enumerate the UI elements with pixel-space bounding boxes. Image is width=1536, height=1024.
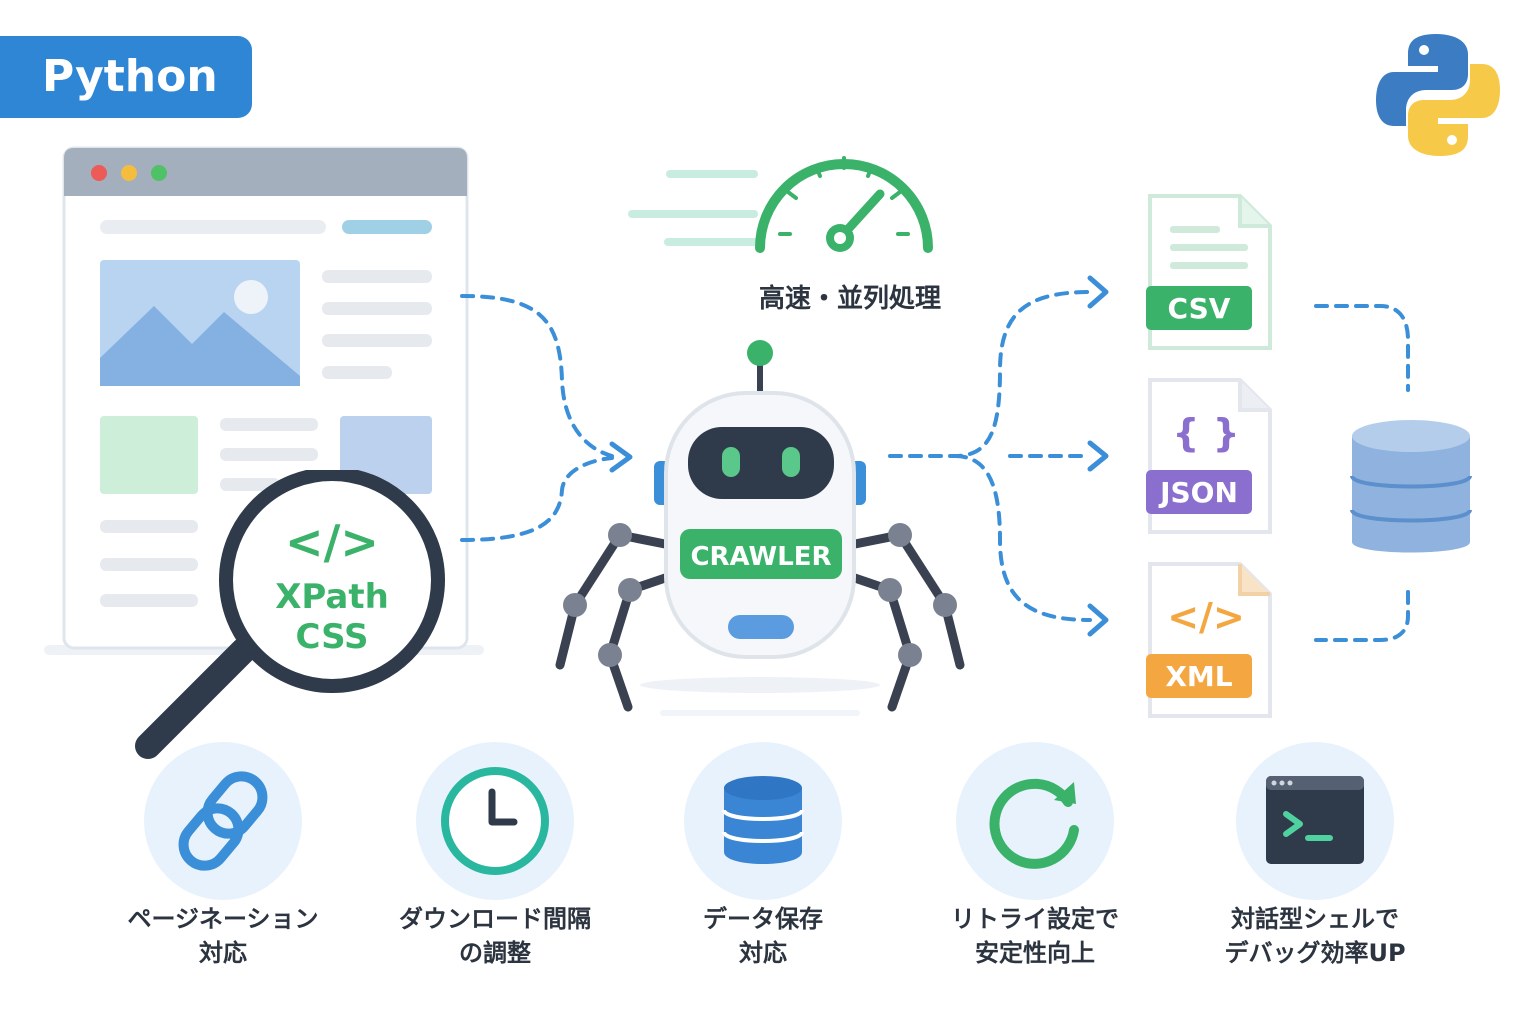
speed-label: 高速・並列処理 [758,284,941,314]
feature-interactive-shell-caption: 対話型シェルでデバッグ効率UP [1224,905,1406,967]
terminal-icon [1236,742,1394,900]
xml-label: XML [1165,660,1232,693]
link-icon [144,742,302,900]
output-files: CSV { } JSON </> XML [1146,194,1272,718]
xml-code-icon: </> [1167,595,1245,639]
selector-css-text: CSS [295,617,368,657]
web-page-illustration [44,146,484,655]
csv-file-icon: CSV [1146,194,1272,350]
clock-icon [416,742,574,900]
csv-label: CSV [1168,292,1231,325]
database-icon [684,742,842,900]
crawler-label: CRAWLER [690,542,831,572]
selector-code-text: </> [285,515,379,569]
flow-connectors [460,275,1410,642]
feature-pagination-caption: ページネーション対応 [127,905,319,967]
python-logo-icon [1376,34,1500,156]
feature-data-storage-caption: データ保存対応 [703,905,823,967]
python-badge: Python [0,36,252,118]
magnifier-icon: </> XPath CSS [135,470,445,759]
json-file-icon: { } JSON [1146,378,1272,534]
feature-download-delay-caption: ダウンロード間隔の調整 [399,905,591,967]
json-braces-icon: { } [1172,411,1239,455]
crawler-robot: CRAWLER [555,340,965,716]
json-label: JSON [1158,476,1238,509]
selector-xpath-text: XPath [275,577,389,617]
xml-file-icon: </> XML [1146,562,1272,718]
speedometer-icon [628,156,933,253]
feature-retry-caption: リトライ設定で安定性向上 [951,905,1119,967]
retry-icon [956,742,1114,900]
database-icon [1350,420,1472,553]
